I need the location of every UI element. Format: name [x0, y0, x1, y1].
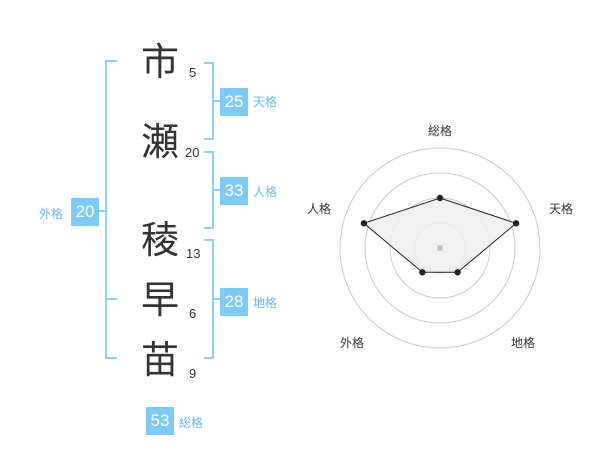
- radar-axis-label-0: 総格: [428, 124, 453, 138]
- kanji-2: 瀬: [140, 120, 179, 164]
- gaikaku-bracket: [105, 60, 117, 359]
- stroke-count-2: 20: [185, 145, 200, 160]
- radar-ring-4: [339, 147, 541, 349]
- radar-point-4: [360, 220, 368, 227]
- radar-point-3: [419, 269, 426, 276]
- jinkaku-label: 人格: [253, 185, 278, 199]
- stroke-count-4: 6: [189, 306, 197, 321]
- radar-axis-label-1: 天格: [549, 202, 574, 216]
- kanji-1: 市: [140, 40, 179, 84]
- radar-center-point: [437, 245, 443, 251]
- stroke-count-3: 13: [186, 246, 201, 261]
- radar-axis-label-4: 人格: [307, 202, 332, 216]
- kanji-5: 苗: [140, 338, 179, 382]
- chikaku-label: 地格: [253, 296, 278, 310]
- radar-point-2: [454, 269, 461, 276]
- tenkaku-value: 25: [220, 88, 248, 116]
- radar-ring-3: [364, 172, 516, 324]
- gaikaku-label: 外格: [39, 207, 64, 221]
- gaikaku-value: 20: [71, 198, 99, 226]
- stroke-count-1: 5: [189, 65, 197, 80]
- jinkaku-value: 33: [220, 177, 248, 205]
- chikaku-value: 28: [220, 288, 248, 316]
- radar-polygon: [362, 197, 518, 273]
- tenkaku-label: 天格: [253, 95, 278, 109]
- radar-axis-label-3: 外格: [340, 336, 365, 350]
- stroke-count-5: 9: [189, 366, 197, 381]
- kanji-3: 稜: [140, 218, 179, 262]
- radar-point-0: [436, 194, 444, 202]
- soukaku-label: 総格: [179, 416, 204, 430]
- radar-point-1: [512, 220, 520, 227]
- radar-axis-label-2: 地格: [511, 336, 536, 350]
- soukaku-value: 53: [146, 407, 174, 435]
- kanji-4: 早: [140, 278, 179, 322]
